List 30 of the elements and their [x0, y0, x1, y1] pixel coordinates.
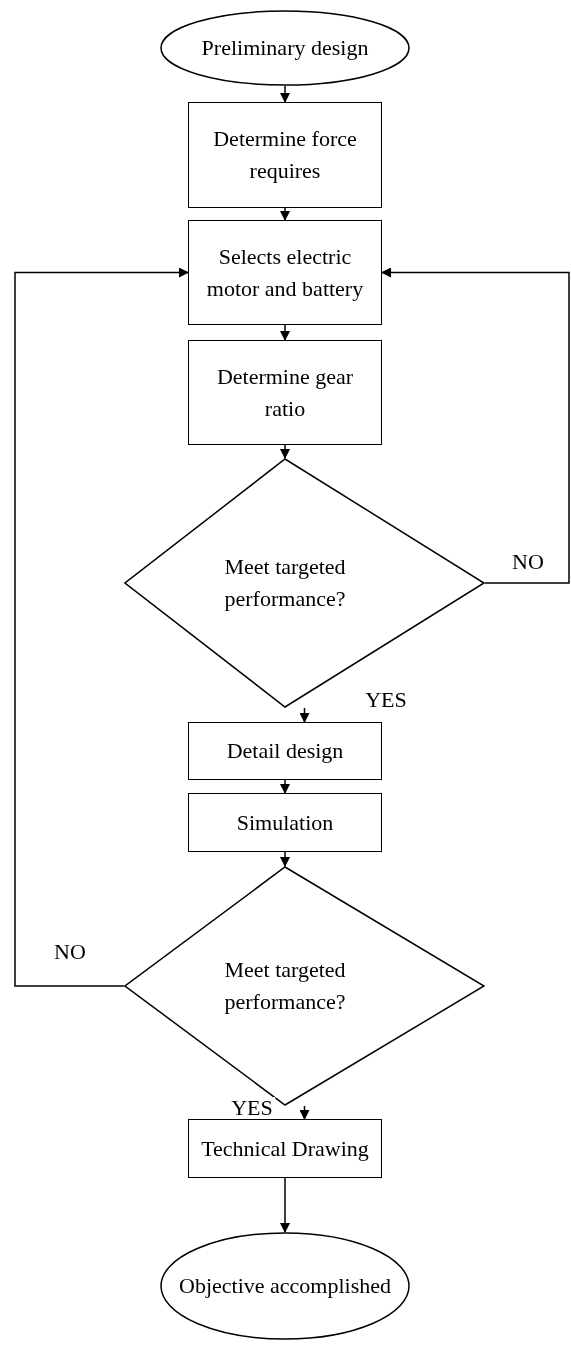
- node-label: Detail design: [226, 737, 344, 766]
- terminal-ellipse: [160, 1232, 410, 1340]
- node-label: Determine force requires: [212, 125, 358, 185]
- arrow: [280, 324, 290, 341]
- node-label: Technical Drawing: [201, 1134, 369, 1163]
- arrow: [280, 207, 290, 221]
- node-label: Simulation: [236, 808, 334, 837]
- process-box: [188, 1119, 382, 1178]
- node-label: Meet targeted performance?: [223, 956, 347, 1016]
- terminal-ellipse: [160, 10, 410, 86]
- arrow: [299, 1105, 310, 1120]
- arrow: [280, 779, 290, 794]
- arrow: [299, 707, 310, 723]
- arrow: [381, 267, 570, 584]
- arrow: [280, 85, 290, 103]
- node-label: Objective accomplished: [179, 1272, 391, 1301]
- process-box: [188, 102, 382, 208]
- process-box: [188, 340, 382, 445]
- node-label: Determine gear ratio: [215, 362, 355, 423]
- process-box: [188, 220, 382, 325]
- node-label: Preliminary design: [201, 34, 369, 63]
- arrow: [280, 444, 290, 459]
- node-label: Selects electric motor and battery: [205, 242, 365, 303]
- arrow: [14, 267, 189, 987]
- process-box: [188, 722, 382, 780]
- arrow: [280, 1177, 290, 1233]
- process-box: [188, 793, 382, 852]
- node-label: Meet targeted performance?: [223, 553, 347, 613]
- arrow: [280, 851, 290, 867]
- decision-diamond: [124, 458, 485, 708]
